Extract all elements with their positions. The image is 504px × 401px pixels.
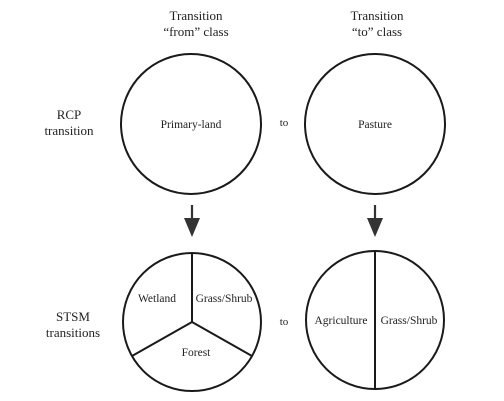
from-header-line-2: “from” class (163, 24, 228, 39)
to-header-line-1: Transition (351, 8, 404, 23)
from-arrow-head (184, 218, 200, 237)
from-down-arrow (184, 205, 200, 237)
rcp-label-line-2: transition (44, 123, 94, 138)
stsm-row-label: STSM transitions (46, 309, 100, 340)
from-column-header: Transition “from” class (163, 8, 228, 39)
stsm-to-class-grass-shrub: Grass/Shrub (381, 315, 438, 327)
to-header-line-2: “to” class (352, 24, 402, 39)
stsm-to-connector: to (280, 316, 289, 328)
stsm-to-class-agriculture: Agriculture (314, 315, 367, 327)
rcp-from-class-label: Primary-land (161, 119, 222, 131)
rcp-row-label: RCP transition (44, 107, 94, 138)
rcp-to-connector: to (280, 117, 289, 129)
rcp-to-ring (304, 53, 446, 195)
stsm-from-divider-right (191, 321, 253, 357)
to-arrow-head (367, 218, 383, 237)
rcp-from-circle: Primary-land (120, 53, 262, 195)
rcp-to-circle: Pasture (304, 53, 446, 195)
rcp-to-class-label: Pasture (358, 119, 392, 131)
rcp-from-ring (120, 53, 262, 195)
to-down-arrow (367, 205, 383, 237)
stsm-label-line-2: transitions (46, 325, 100, 340)
stsm-from-class-wetland: Wetland (138, 293, 176, 305)
rcp-label-line-1: RCP (57, 107, 82, 122)
from-header-line-1: Transition (170, 8, 223, 23)
stsm-to-circle: Agriculture Grass/Shrub (305, 250, 445, 390)
stsm-from-class-grass-shrub: Grass/Shrub (196, 293, 253, 305)
to-column-header: Transition “to” class (351, 8, 404, 39)
stsm-from-circle: Wetland Grass/Shrub Forest (122, 252, 262, 392)
stsm-from-class-forest: Forest (182, 347, 212, 359)
stsm-from-divider-left (131, 321, 193, 357)
stsm-label-line-1: STSM (56, 309, 90, 324)
